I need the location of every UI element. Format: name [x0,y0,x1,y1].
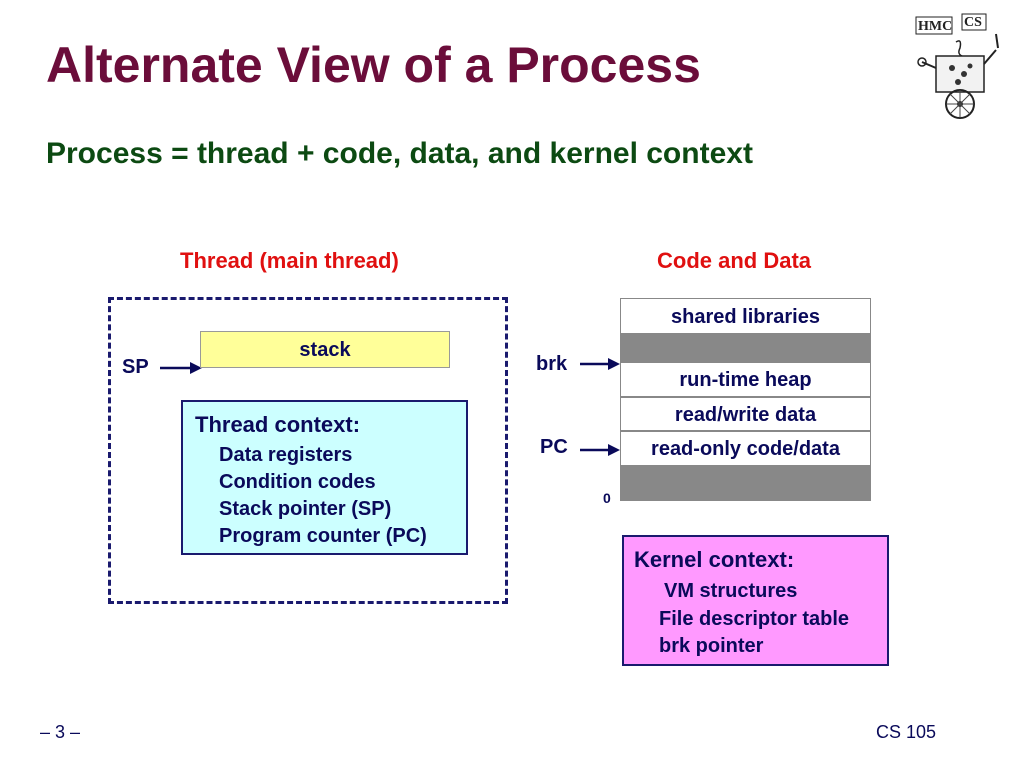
memory-segment-heap: run-time heap [620,362,871,397]
brk-label: brk [536,353,568,375]
kernel-context-item: VM structures [664,580,798,602]
thread-context-item: Stack pointer (SP) [219,498,392,520]
kernel-context-item: File descriptor table [659,608,850,630]
memory-segment-read-write-data: read/write data [620,397,871,431]
memory-segment-read-only-code: read-only code/data [620,431,871,466]
kernel-context-box: Kernel context: VM structures File descr… [622,535,889,666]
slide-title: Alternate View of a Process [46,37,701,93]
sp-arrow [160,362,202,374]
sp-label: SP [122,356,149,378]
thread-context-item: Data registers [219,444,353,466]
course-label: CS 105 [876,722,937,742]
memory-segment-shared-libraries: shared libraries [620,298,871,334]
memory-segment-bottom-unused [620,466,871,501]
memory-segment-unused [620,334,871,362]
stack-segment: stack [200,331,450,368]
thread-dashed-region [108,297,508,604]
page-number: – 3 – [40,722,81,742]
thread-context-box: Thread context: Data registers Condition… [181,400,468,555]
address-zero-label: 0 [603,490,611,506]
pc-label: PC [540,436,568,458]
svg-text:CS: CS [964,15,982,30]
thread-context-item: Program counter (PC) [219,525,427,547]
slide-subtitle: Process = thread + code, data, and kerne… [46,137,753,170]
hmc-cs-logo: HMC CS [915,13,999,119]
kernel-context-title: Kernel context: [634,547,795,572]
pc-arrow [580,444,620,456]
brk-arrow [580,358,620,370]
code-data-section-header: Code and Data [657,248,812,273]
thread-context-title: Thread context: [195,412,361,437]
thread-context-item: Condition codes [219,471,376,493]
thread-section-header: Thread (main thread) [180,248,399,273]
kernel-context-item: brk pointer [659,635,764,657]
svg-text:HMC: HMC [918,19,952,34]
